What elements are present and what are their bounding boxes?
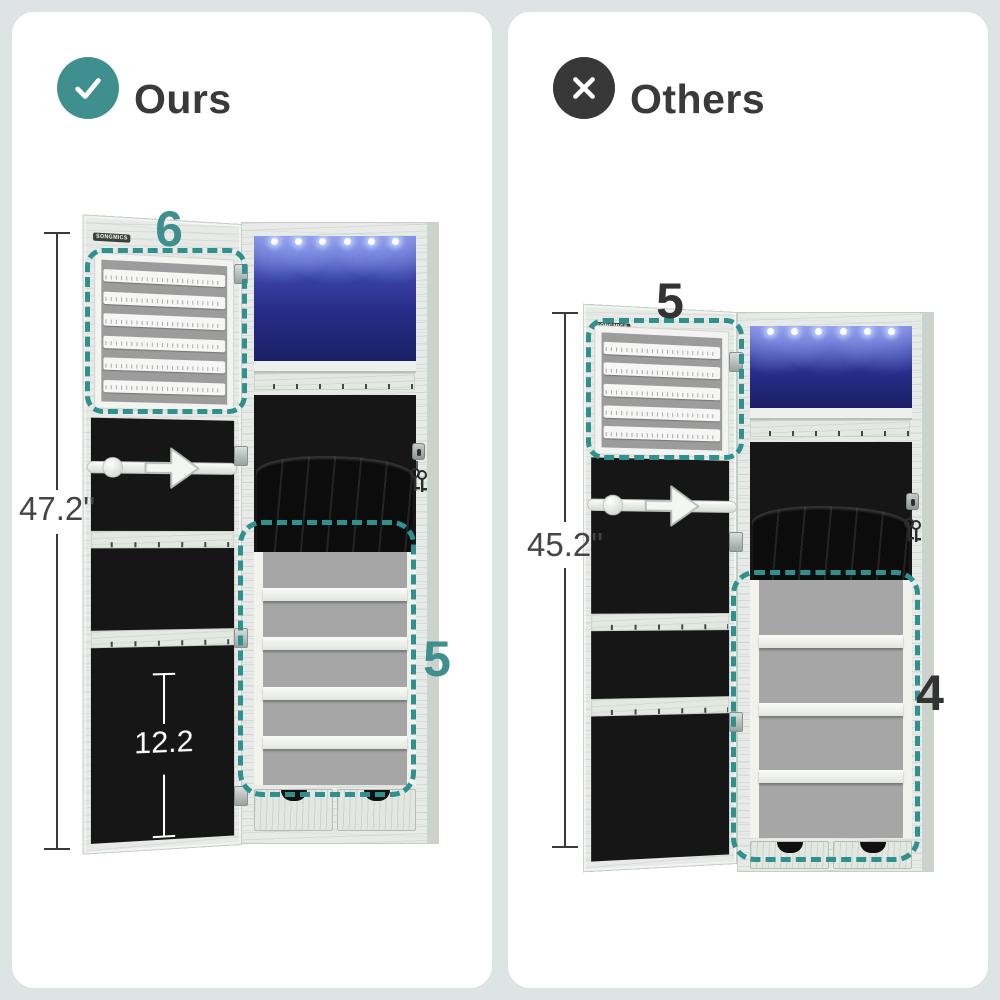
- drawer-handle: [776, 842, 803, 853]
- hook-rail: [591, 696, 730, 717]
- keys-icon: [410, 461, 427, 492]
- shelf-board: [254, 361, 416, 373]
- rod-finial: [602, 494, 624, 516]
- led-compartment: [254, 236, 416, 361]
- inner-width-label: 12.2: [134, 724, 194, 761]
- storage-pouch: [752, 506, 910, 580]
- led-dot: [367, 238, 375, 245]
- hook-rail: [90, 628, 235, 649]
- shelf-board: [750, 408, 912, 420]
- hook-rail: [90, 530, 235, 549]
- hinge: [234, 786, 248, 806]
- check-badge: [57, 57, 119, 119]
- inner-width-dimension: 12.2: [134, 672, 193, 839]
- shelves-highlight-box: [731, 570, 920, 862]
- cross-icon: [573, 77, 595, 99]
- led-dot: [319, 238, 327, 245]
- organizer-highlight-box: [85, 248, 247, 414]
- led-dot: [271, 238, 279, 245]
- led-dot: [863, 328, 871, 335]
- led-lights: [254, 238, 416, 245]
- shelf: [759, 770, 903, 784]
- led-dot: [391, 238, 399, 245]
- shelf: [759, 702, 903, 716]
- shelf-count: 4: [916, 665, 944, 721]
- height-dimension: 45.2": [527, 312, 603, 848]
- organizer-row-count: 6: [155, 201, 183, 257]
- hook-rail: [254, 373, 415, 390]
- others-panel: Others SONGMICS: [508, 12, 988, 988]
- keys-icon: [904, 511, 921, 542]
- check-icon: [75, 78, 101, 99]
- shelves-highlight-box: [238, 520, 416, 797]
- led-dot: [815, 328, 823, 335]
- rod-finial: [102, 456, 124, 478]
- led-dot: [839, 328, 847, 335]
- shelf: [263, 735, 407, 749]
- shelf: [263, 588, 407, 602]
- cabinet-body: [241, 222, 439, 844]
- height-label: 45.2": [527, 526, 603, 563]
- shelf: [263, 637, 407, 651]
- led-compartment: [750, 326, 912, 408]
- shelf: [759, 634, 903, 648]
- led-dot: [887, 328, 895, 335]
- hinge: [234, 446, 248, 466]
- organizer-highlight-box: [586, 318, 744, 460]
- hook-rail: [591, 613, 730, 632]
- hook-rail: [750, 420, 910, 437]
- led-dot: [767, 328, 775, 335]
- height-dimension: 47.2": [19, 232, 95, 850]
- cabinet-body: [737, 312, 934, 872]
- panel-title: Ours: [134, 76, 232, 122]
- drawer-handle: [859, 842, 886, 853]
- led-dot: [791, 328, 799, 335]
- storage-pouch: [256, 456, 414, 552]
- arrow-icon: [144, 441, 203, 494]
- arrow-icon: [644, 479, 703, 533]
- ours-panel: Ours SONGMICS 12.2: [12, 12, 492, 988]
- hinge: [729, 532, 743, 552]
- songmics-logo: SONGMICS: [93, 232, 131, 243]
- organizer-row-count: 5: [656, 273, 684, 329]
- height-label: 47.2": [19, 490, 95, 527]
- shelf-count: 5: [423, 631, 451, 687]
- shelf-section: [750, 580, 912, 838]
- led-dot: [343, 238, 351, 245]
- panel-title: Others: [630, 76, 766, 122]
- lock: [412, 443, 425, 460]
- lock: [906, 493, 919, 510]
- led-lights: [750, 328, 912, 335]
- led-dot: [295, 238, 303, 245]
- shelf: [263, 686, 407, 700]
- cabinet-door: SONGMICS: [582, 303, 737, 873]
- cross-badge: [553, 57, 615, 119]
- cabinet-door: SONGMICS 12.2: [82, 214, 242, 855]
